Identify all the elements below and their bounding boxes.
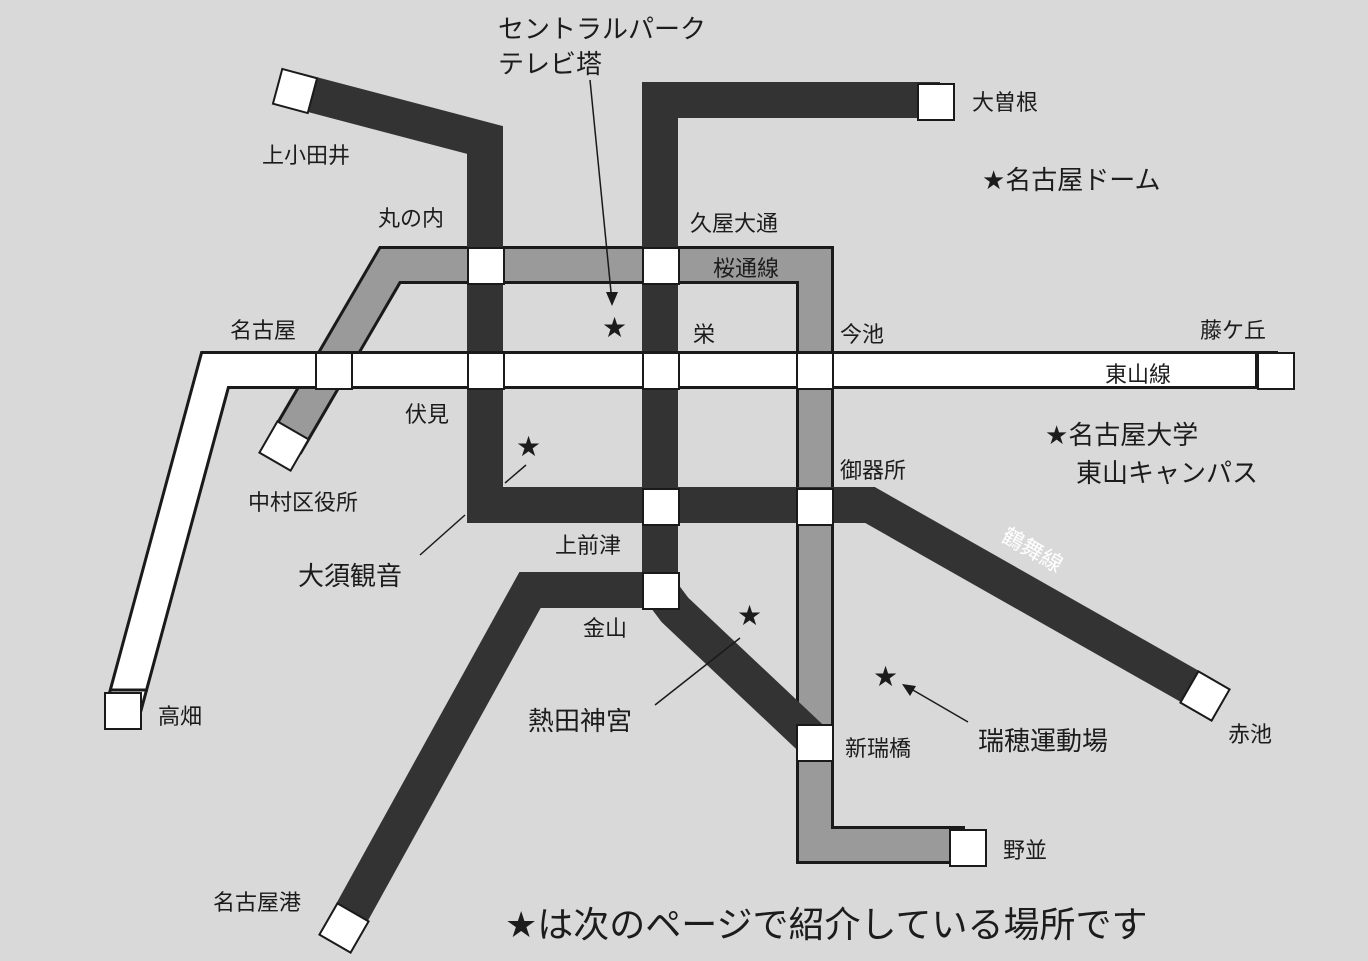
- place-nagoya-dome: ★名古屋ドーム: [982, 166, 1161, 196]
- label-kanayama: 金山: [583, 617, 627, 642]
- station-fushimi[interactable]: [467, 352, 505, 390]
- place-nagoya-univ-line2: 東山キャンパス: [1076, 459, 1258, 489]
- tsurumai-line: [290, 72, 1214, 711]
- pointer-central-park: [589, 79, 613, 303]
- star-icon: ★: [516, 430, 541, 463]
- higashiyama-line: [104, 351, 1278, 715]
- label-aratamabashi: 新瑞橋: [845, 737, 911, 762]
- label-takabata: 高畑: [158, 705, 202, 730]
- station-fujigaoka[interactable]: [1257, 352, 1295, 390]
- place-nagoya-univ-line1: ★名古屋大学: [1045, 421, 1198, 451]
- station-marunouchi[interactable]: [467, 247, 505, 285]
- station-nonami[interactable]: [949, 829, 987, 867]
- station-kamiotai[interactable]: [271, 67, 319, 115]
- station-nagoyako[interactable]: [318, 902, 370, 954]
- place-central-park-line2: テレビ塔: [498, 50, 602, 80]
- station-imaike[interactable]: [796, 352, 834, 390]
- label-nakamura-kuyakusho: 中村区役所: [248, 491, 358, 516]
- station-ozone[interactable]: [917, 83, 955, 121]
- station-squares: [104, 67, 1295, 954]
- line-label-higashiyama: 東山線: [1105, 363, 1171, 388]
- label-fujigaoka: 藤ケ丘: [1200, 319, 1266, 344]
- station-aratamabashi[interactable]: [796, 724, 834, 762]
- pointer-osu-arrow: [504, 464, 527, 484]
- label-kamimaezu: 上前津: [555, 534, 621, 559]
- station-gokiso[interactable]: [796, 488, 834, 526]
- label-nagoyako: 名古屋港: [213, 891, 301, 916]
- label-sakae: 栄: [693, 323, 715, 348]
- arrow-icon: [902, 684, 916, 696]
- station-sakae[interactable]: [642, 352, 680, 390]
- line-label-sakuradori: 桜通線: [713, 257, 779, 282]
- star-icon: ★: [737, 599, 762, 632]
- station-nakamura-kuyakusho[interactable]: [258, 420, 310, 472]
- station-takabata[interactable]: [104, 692, 142, 730]
- place-central-park-line1: セントラルパーク: [498, 15, 706, 45]
- pointer-atsuta-jingu: [654, 637, 741, 706]
- label-ozone: 大曽根: [972, 91, 1038, 116]
- star-icon: ★: [873, 660, 898, 693]
- label-fushimi: 伏見: [405, 403, 449, 428]
- station-kamimaezu[interactable]: [642, 488, 680, 526]
- pointer-osu-kannon: [419, 514, 466, 556]
- footnote: ★は次のページで紹介している場所です: [505, 905, 1147, 946]
- label-akaike: 赤池: [1228, 723, 1272, 748]
- label-nonami: 野並: [1003, 839, 1047, 864]
- place-osu-kannon: 大須観音: [298, 562, 402, 592]
- label-gokiso: 御器所: [840, 459, 906, 484]
- station-kanayama[interactable]: [642, 572, 680, 610]
- station-hisaya-odori[interactable]: [642, 247, 680, 285]
- arrow-icon: [606, 292, 618, 306]
- place-mizuho-ground: 瑞穂運動場: [978, 727, 1108, 757]
- sakuradori-line: [268, 246, 965, 864]
- place-atsuta-jingu: 熱田神宮: [528, 707, 632, 737]
- station-akaike[interactable]: [1179, 670, 1231, 722]
- label-kamiotai: 上小田井: [262, 144, 350, 169]
- station-nagoya[interactable]: [315, 352, 353, 390]
- star-icon: ★: [602, 311, 627, 344]
- label-hisaya-odori: 久屋大通: [690, 212, 778, 237]
- label-marunouchi: 丸の内: [378, 207, 444, 232]
- label-nagoya: 名古屋: [230, 319, 296, 344]
- label-imaike: 今池: [840, 323, 884, 348]
- pointer-mizuho: [905, 685, 969, 723]
